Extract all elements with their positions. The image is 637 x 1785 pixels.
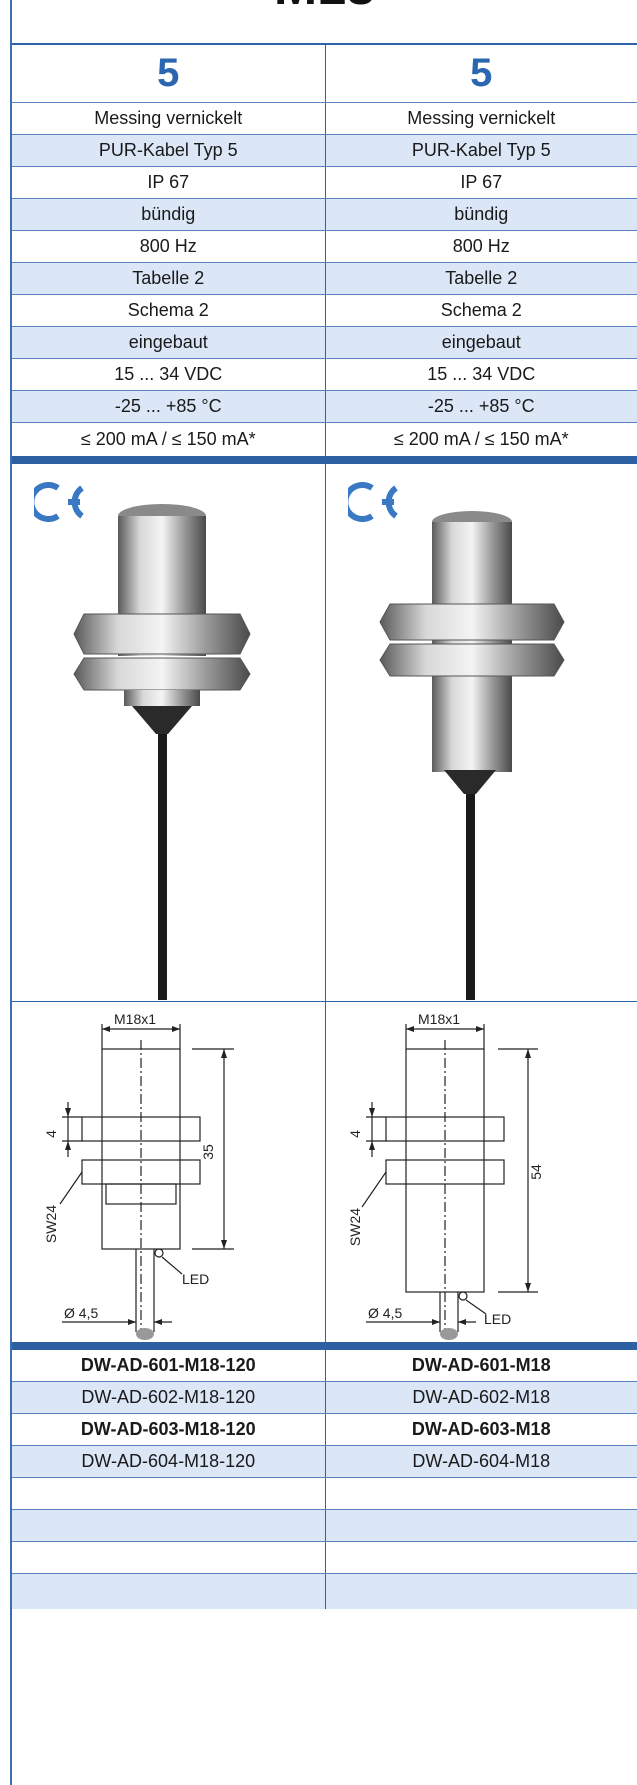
empty-cell	[12, 1510, 325, 1541]
left-rule	[10, 0, 12, 1785]
column-number-left: 5	[157, 51, 180, 95]
empty-cell	[324, 1510, 637, 1541]
spec-cell: -25 ... +85 °C	[324, 391, 637, 422]
part-number: DW-AD-603-M18-120	[80, 1419, 256, 1439]
length-label: 54	[528, 1164, 544, 1180]
ce-mark-icon	[34, 482, 84, 522]
nut-height-label: 4	[43, 1130, 59, 1138]
spec-cell: 15 ... 34 VDC	[114, 364, 223, 384]
thread-label: M18x1	[114, 1011, 156, 1027]
part-number: DW-AD-602-M18	[324, 1382, 637, 1413]
spec-row-table: Tabelle 2 Tabelle 2	[12, 263, 637, 295]
nut-height-label: 4	[347, 1130, 363, 1138]
empty-row	[12, 1542, 637, 1574]
spec-cell: PUR-Kabel Typ 5	[324, 135, 637, 166]
spec-cell: Schema 2	[127, 300, 209, 320]
spec-cell: bündig	[141, 204, 196, 224]
spec-row-frequency: 800 Hz 800 Hz	[12, 231, 637, 263]
spec-row-protection: IP 67 IP 67	[12, 167, 637, 199]
photo-row	[12, 464, 637, 1002]
spec-cell: 800 Hz	[139, 236, 197, 256]
spec-row-material: Messing vernickelt Messing vernickelt	[12, 103, 637, 135]
part-number: DW-AD-601-M18	[324, 1350, 637, 1381]
spec-cell: PUR-Kabel Typ 5	[98, 140, 238, 160]
spec-cell: Messing vernickelt	[324, 103, 637, 134]
part-number: DW-AD-604-M18	[324, 1446, 637, 1477]
dimension-drawing-long: M18x1 4 54 SW24 LED Ø 4,5	[347, 1011, 544, 1340]
empty-cell	[324, 1542, 637, 1573]
spec-row-schema: Schema 2 Schema 2	[12, 295, 637, 327]
part-number-table: DW-AD-601-M18-120 DW-AD-601-M18 DW-AD-602…	[12, 1350, 637, 1609]
spec-cell: eingebaut	[324, 327, 637, 358]
part-row: DW-AD-601-M18-120 DW-AD-601-M18	[12, 1350, 637, 1382]
empty-cell	[12, 1542, 325, 1573]
spec-cell: IP 67	[324, 167, 637, 198]
spec-row-amplifier: eingebaut eingebaut	[12, 327, 637, 359]
drawing-cell-left: M18x1 4 35 SW24 LED Ø 4,5	[12, 1002, 325, 1342]
spec-table: Messing vernickelt Messing vernickelt PUR…	[12, 103, 637, 456]
empty-cell	[324, 1478, 637, 1509]
drawing-cell-right: M18x1 4 54 SW24 LED Ø 4,5	[324, 1002, 637, 1342]
empty-row	[12, 1574, 637, 1609]
ce-mark-icon	[347, 482, 398, 522]
section-band-top	[12, 456, 637, 464]
spec-cell: Messing vernickelt	[94, 108, 243, 128]
photo-cell-left	[12, 464, 325, 1001]
drawing-row: M18x1 4 35 SW24 LED Ø 4,5	[12, 1002, 637, 1342]
spec-cell: ≤ 200 mA / ≤ 150 mA*	[324, 423, 637, 456]
empty-cell	[324, 1574, 637, 1609]
led-label: LED	[182, 1271, 209, 1287]
part-number: DW-AD-603-M18	[324, 1414, 637, 1445]
sensor-photo-long	[378, 511, 565, 1000]
spec-cell: eingebaut	[128, 332, 208, 352]
part-row: DW-AD-604-M18-120 DW-AD-604-M18	[12, 1446, 637, 1478]
spec-cell: IP 67	[147, 172, 190, 192]
spec-row-voltage: 15 ... 34 VDC 15 ... 34 VDC	[12, 359, 637, 391]
cable-diameter-label: Ø 4,5	[368, 1305, 402, 1321]
page-title: M18	[12, 0, 637, 14]
number-row-wrap: 5 5	[12, 45, 637, 103]
wrench-size-label: SW24	[43, 1205, 59, 1243]
wrench-size-label: SW24	[347, 1208, 363, 1246]
empty-row	[12, 1478, 637, 1510]
empty-cell	[12, 1574, 325, 1609]
thread-label: M18x1	[418, 1011, 460, 1027]
spec-cell: Tabelle 2	[324, 263, 637, 294]
part-number: DW-AD-601-M18-120	[80, 1355, 256, 1375]
empty-cell	[12, 1478, 325, 1509]
sensor-photo-short	[73, 504, 251, 1000]
spec-row-current: ≤ 200 mA / ≤ 150 mA* ≤ 200 mA / ≤ 150 mA*	[12, 423, 637, 456]
spec-cell: 800 Hz	[324, 231, 637, 262]
led-label: LED	[484, 1311, 511, 1327]
photo-cell-right	[324, 464, 637, 1001]
empty-row	[12, 1510, 637, 1542]
dimension-drawing-short: M18x1 4 35 SW24 LED Ø 4,5	[43, 1011, 234, 1340]
number-row: 5 5	[12, 45, 637, 103]
spec-row-temperature: -25 ... +85 °C -25 ... +85 °C	[12, 391, 637, 423]
spec-cell: bündig	[324, 199, 637, 230]
spec-row-mounting: bündig bündig	[12, 199, 637, 231]
part-number: DW-AD-604-M18-120	[81, 1451, 256, 1471]
spec-cell: Tabelle 2	[132, 268, 205, 288]
top-divider	[12, 43, 637, 45]
spec-cell: 15 ... 34 VDC	[324, 359, 637, 390]
spec-cell: -25 ... +85 °C	[114, 396, 222, 416]
spec-row-cable: PUR-Kabel Typ 5 PUR-Kabel Typ 5	[12, 135, 637, 167]
spec-cell: Schema 2	[324, 295, 637, 326]
part-number: DW-AD-602-M18-120	[81, 1387, 256, 1407]
part-row: DW-AD-603-M18-120 DW-AD-603-M18	[12, 1414, 637, 1446]
part-row: DW-AD-602-M18-120 DW-AD-602-M18	[12, 1382, 637, 1414]
section-band-bottom	[12, 1342, 637, 1350]
spec-cell: ≤ 200 mA / ≤ 150 mA*	[80, 429, 256, 449]
length-label: 35	[200, 1144, 216, 1160]
cable-diameter-label: Ø 4,5	[64, 1305, 98, 1321]
column-number-right: 5	[324, 45, 637, 102]
